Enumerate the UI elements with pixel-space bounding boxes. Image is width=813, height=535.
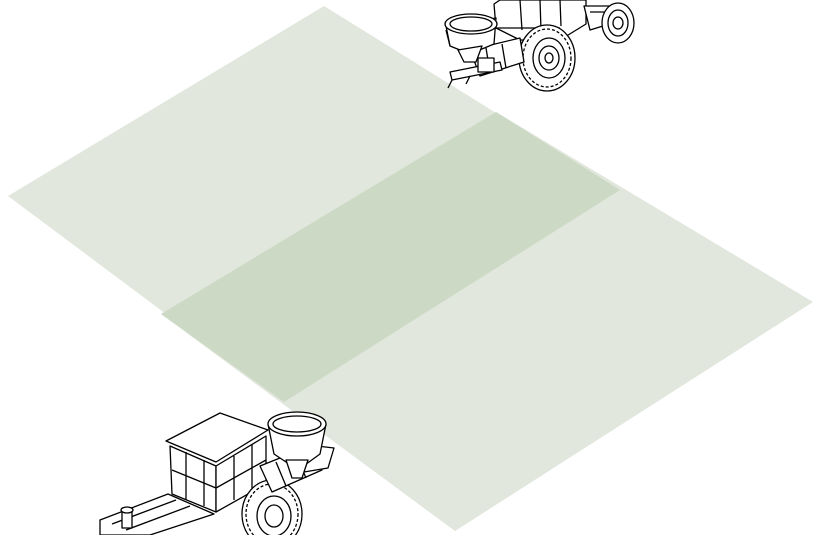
top-tractor-hopper bbox=[444, 13, 498, 63]
bottom-tractor-rear-wheel bbox=[241, 479, 303, 535]
bottom-tractor bbox=[99, 411, 335, 535]
top-tractor bbox=[444, 0, 635, 92]
top-tractor-rear-wheel bbox=[518, 24, 576, 92]
bottom-tractor-exhaust bbox=[120, 506, 134, 529]
bottom-tractor-cab bbox=[165, 412, 269, 513]
overlap-zone bbox=[161, 112, 620, 402]
bottom-tractor-hopper bbox=[267, 411, 327, 479]
spread-pass-a bbox=[8, 6, 620, 402]
top-tractor-front-wheel bbox=[601, 2, 635, 44]
